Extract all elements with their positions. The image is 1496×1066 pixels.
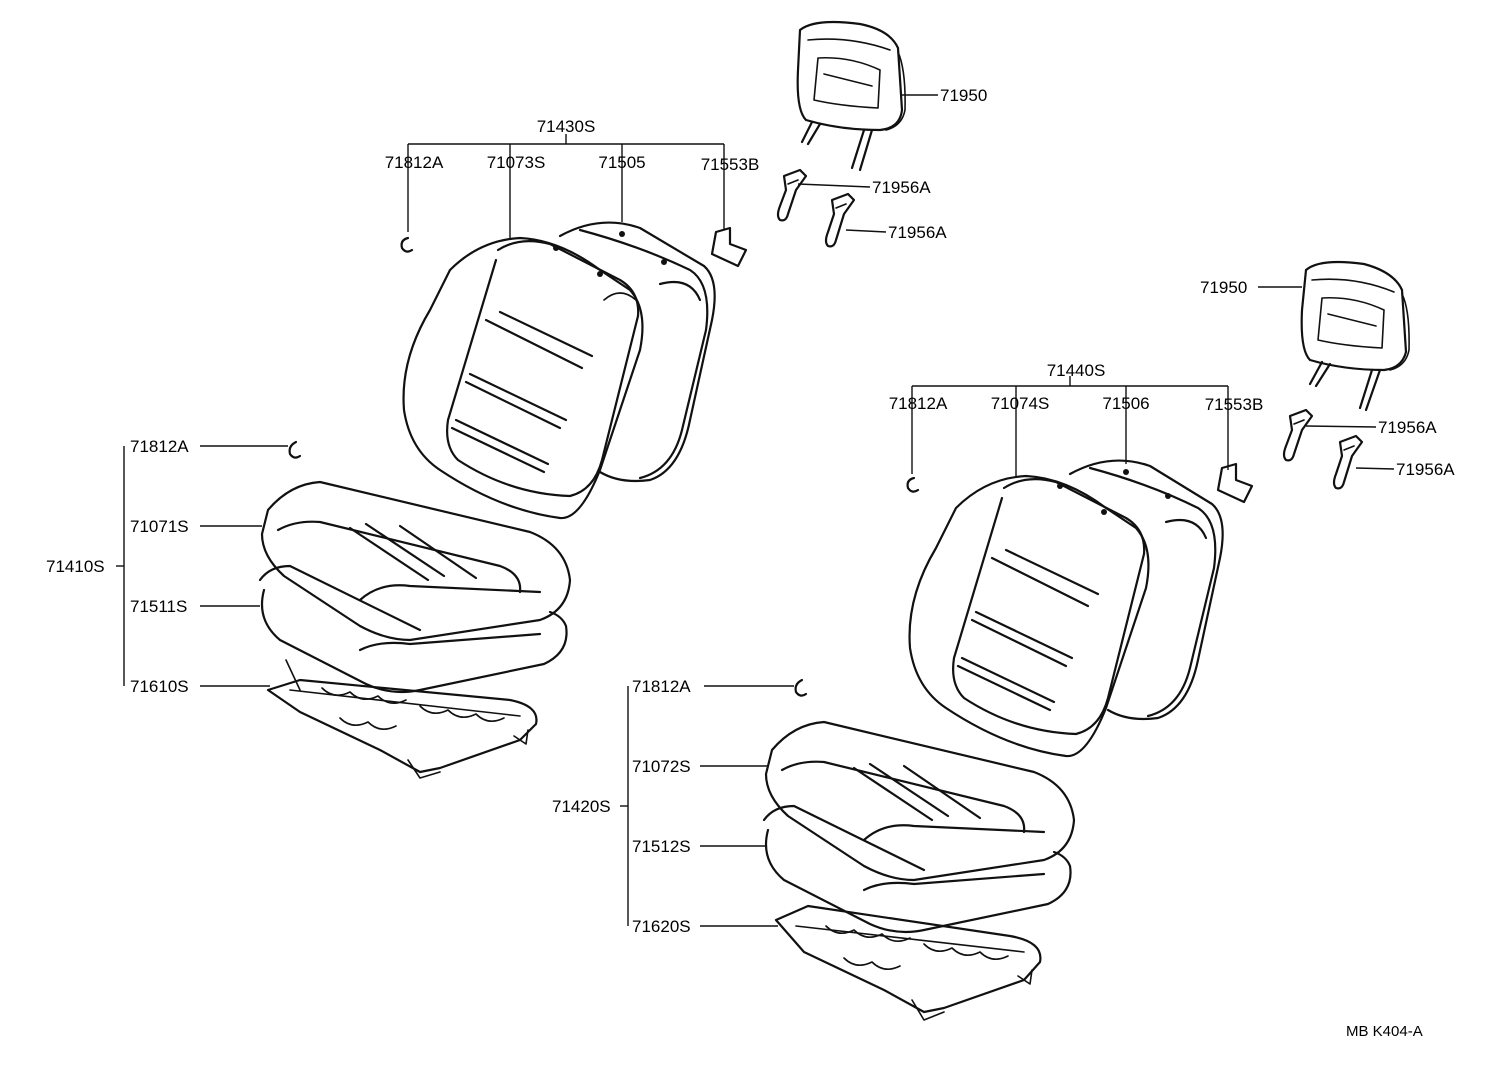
label-top-bracket: 71553B — [701, 155, 760, 174]
label-mid-spring: 71620S — [632, 917, 691, 936]
headrest-top-drawing — [796, 20, 906, 172]
label-right-back-pad: 71506 — [1102, 394, 1149, 413]
cushion-left-drawing — [258, 480, 572, 779]
part-number-labels: 71430S 71812A 71073S 71505 71553B 71950 … — [46, 86, 1455, 1040]
label-headrest-right: 71950 — [1200, 278, 1247, 297]
label-top-group: 71430S — [537, 117, 596, 136]
label-headrest-top: 71950 — [940, 86, 987, 105]
label-support-top-2: 71956A — [888, 223, 947, 242]
label-right-group: 71440S — [1047, 361, 1106, 380]
label-top-clip: 71812A — [385, 153, 444, 172]
seat-back-right-drawing — [908, 459, 1224, 758]
brackets-and-clips — [288, 226, 1254, 697]
label-top-back-pad: 71505 — [598, 153, 645, 172]
label-left-clip: 71812A — [130, 437, 189, 456]
diagram-code: MB K404-A — [1346, 1023, 1423, 1040]
label-support-right-1: 71956A — [1378, 418, 1437, 437]
label-mid-cushion-cover: 71072S — [632, 757, 691, 776]
seat-back-top-drawing — [402, 221, 716, 520]
label-support-right-2: 71956A — [1396, 460, 1455, 479]
label-left-cushion-pad: 71511S — [130, 597, 187, 616]
label-mid-clip: 71812A — [632, 677, 691, 696]
label-left-spring: 71610S — [130, 677, 189, 696]
label-right-back-cover: 71074S — [991, 394, 1050, 413]
label-mid-cushion-pad: 71512S — [632, 837, 691, 856]
support-right-drawings — [1282, 408, 1364, 490]
cushion-mid-drawing — [762, 720, 1076, 1021]
label-top-back-cover: 71073S — [487, 153, 546, 172]
label-support-top-1: 71956A — [872, 178, 931, 197]
support-top-drawings — [776, 168, 856, 248]
label-right-clip: 71812A — [889, 394, 948, 413]
headrest-right-drawing — [1300, 260, 1410, 412]
label-left-group: 71410S — [46, 557, 105, 576]
label-right-bracket: 71553B — [1205, 395, 1264, 414]
label-mid-group: 71420S — [552, 797, 611, 816]
leader-lines — [116, 94, 1395, 927]
label-left-cushion-cover: 71071S — [130, 517, 189, 536]
